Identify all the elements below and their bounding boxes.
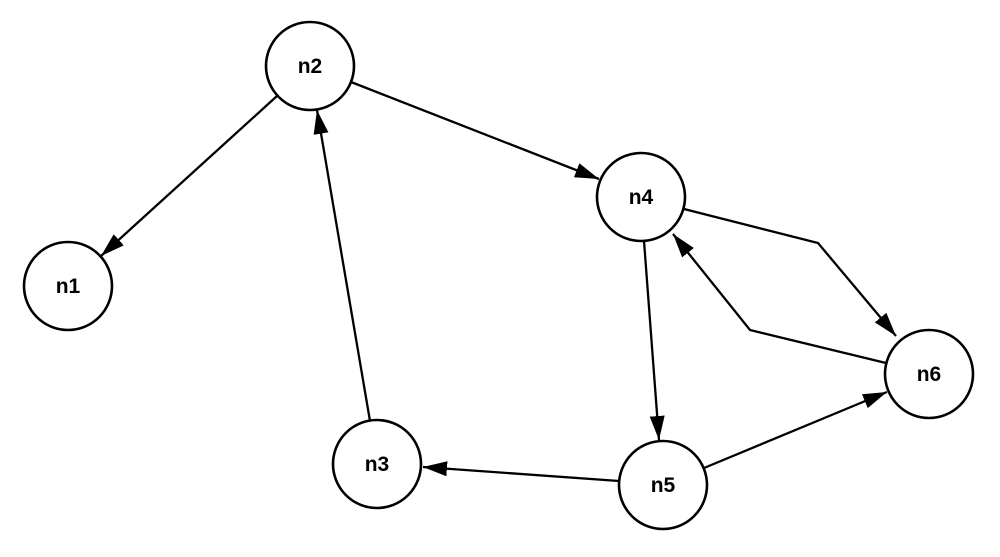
edge-n5-n6 (703, 390, 888, 470)
node-circle-n6 (883, 328, 975, 420)
node-n1: n1 (22, 240, 114, 332)
node-n6: n6 (883, 328, 975, 420)
edge-n3-n2 (313, 109, 372, 422)
node-label-n5: n5 (651, 474, 676, 497)
node-n5: n5 (617, 439, 709, 531)
node-n4: n4 (595, 151, 687, 243)
node-circle-n3 (331, 418, 423, 510)
node-label-n4: n4 (629, 186, 654, 209)
edge-n4-n5 (642, 240, 665, 441)
node-circle-n1 (22, 240, 114, 332)
node-label-n1: n1 (56, 275, 81, 298)
node-circle-n5 (617, 439, 709, 531)
edge-n4-n6 (683, 207, 897, 337)
node-label-n6: n6 (917, 363, 942, 386)
edge-n6-n4 (672, 233, 887, 365)
node-circle-n4 (595, 151, 687, 243)
node-label-n2: n2 (298, 55, 323, 78)
node-n3: n3 (331, 418, 423, 510)
node-n2: n2 (264, 20, 356, 112)
edges-layer (100, 80, 897, 483)
node-label-n3: n3 (365, 453, 390, 476)
edge-n2-n1 (100, 95, 278, 257)
node-circle-n2 (264, 20, 356, 112)
edge-n2-n4 (350, 80, 600, 181)
nodes-layer: n1 n2 n3 n4 n5 n6 (22, 20, 975, 531)
edge-n5-n3 (422, 461, 620, 483)
